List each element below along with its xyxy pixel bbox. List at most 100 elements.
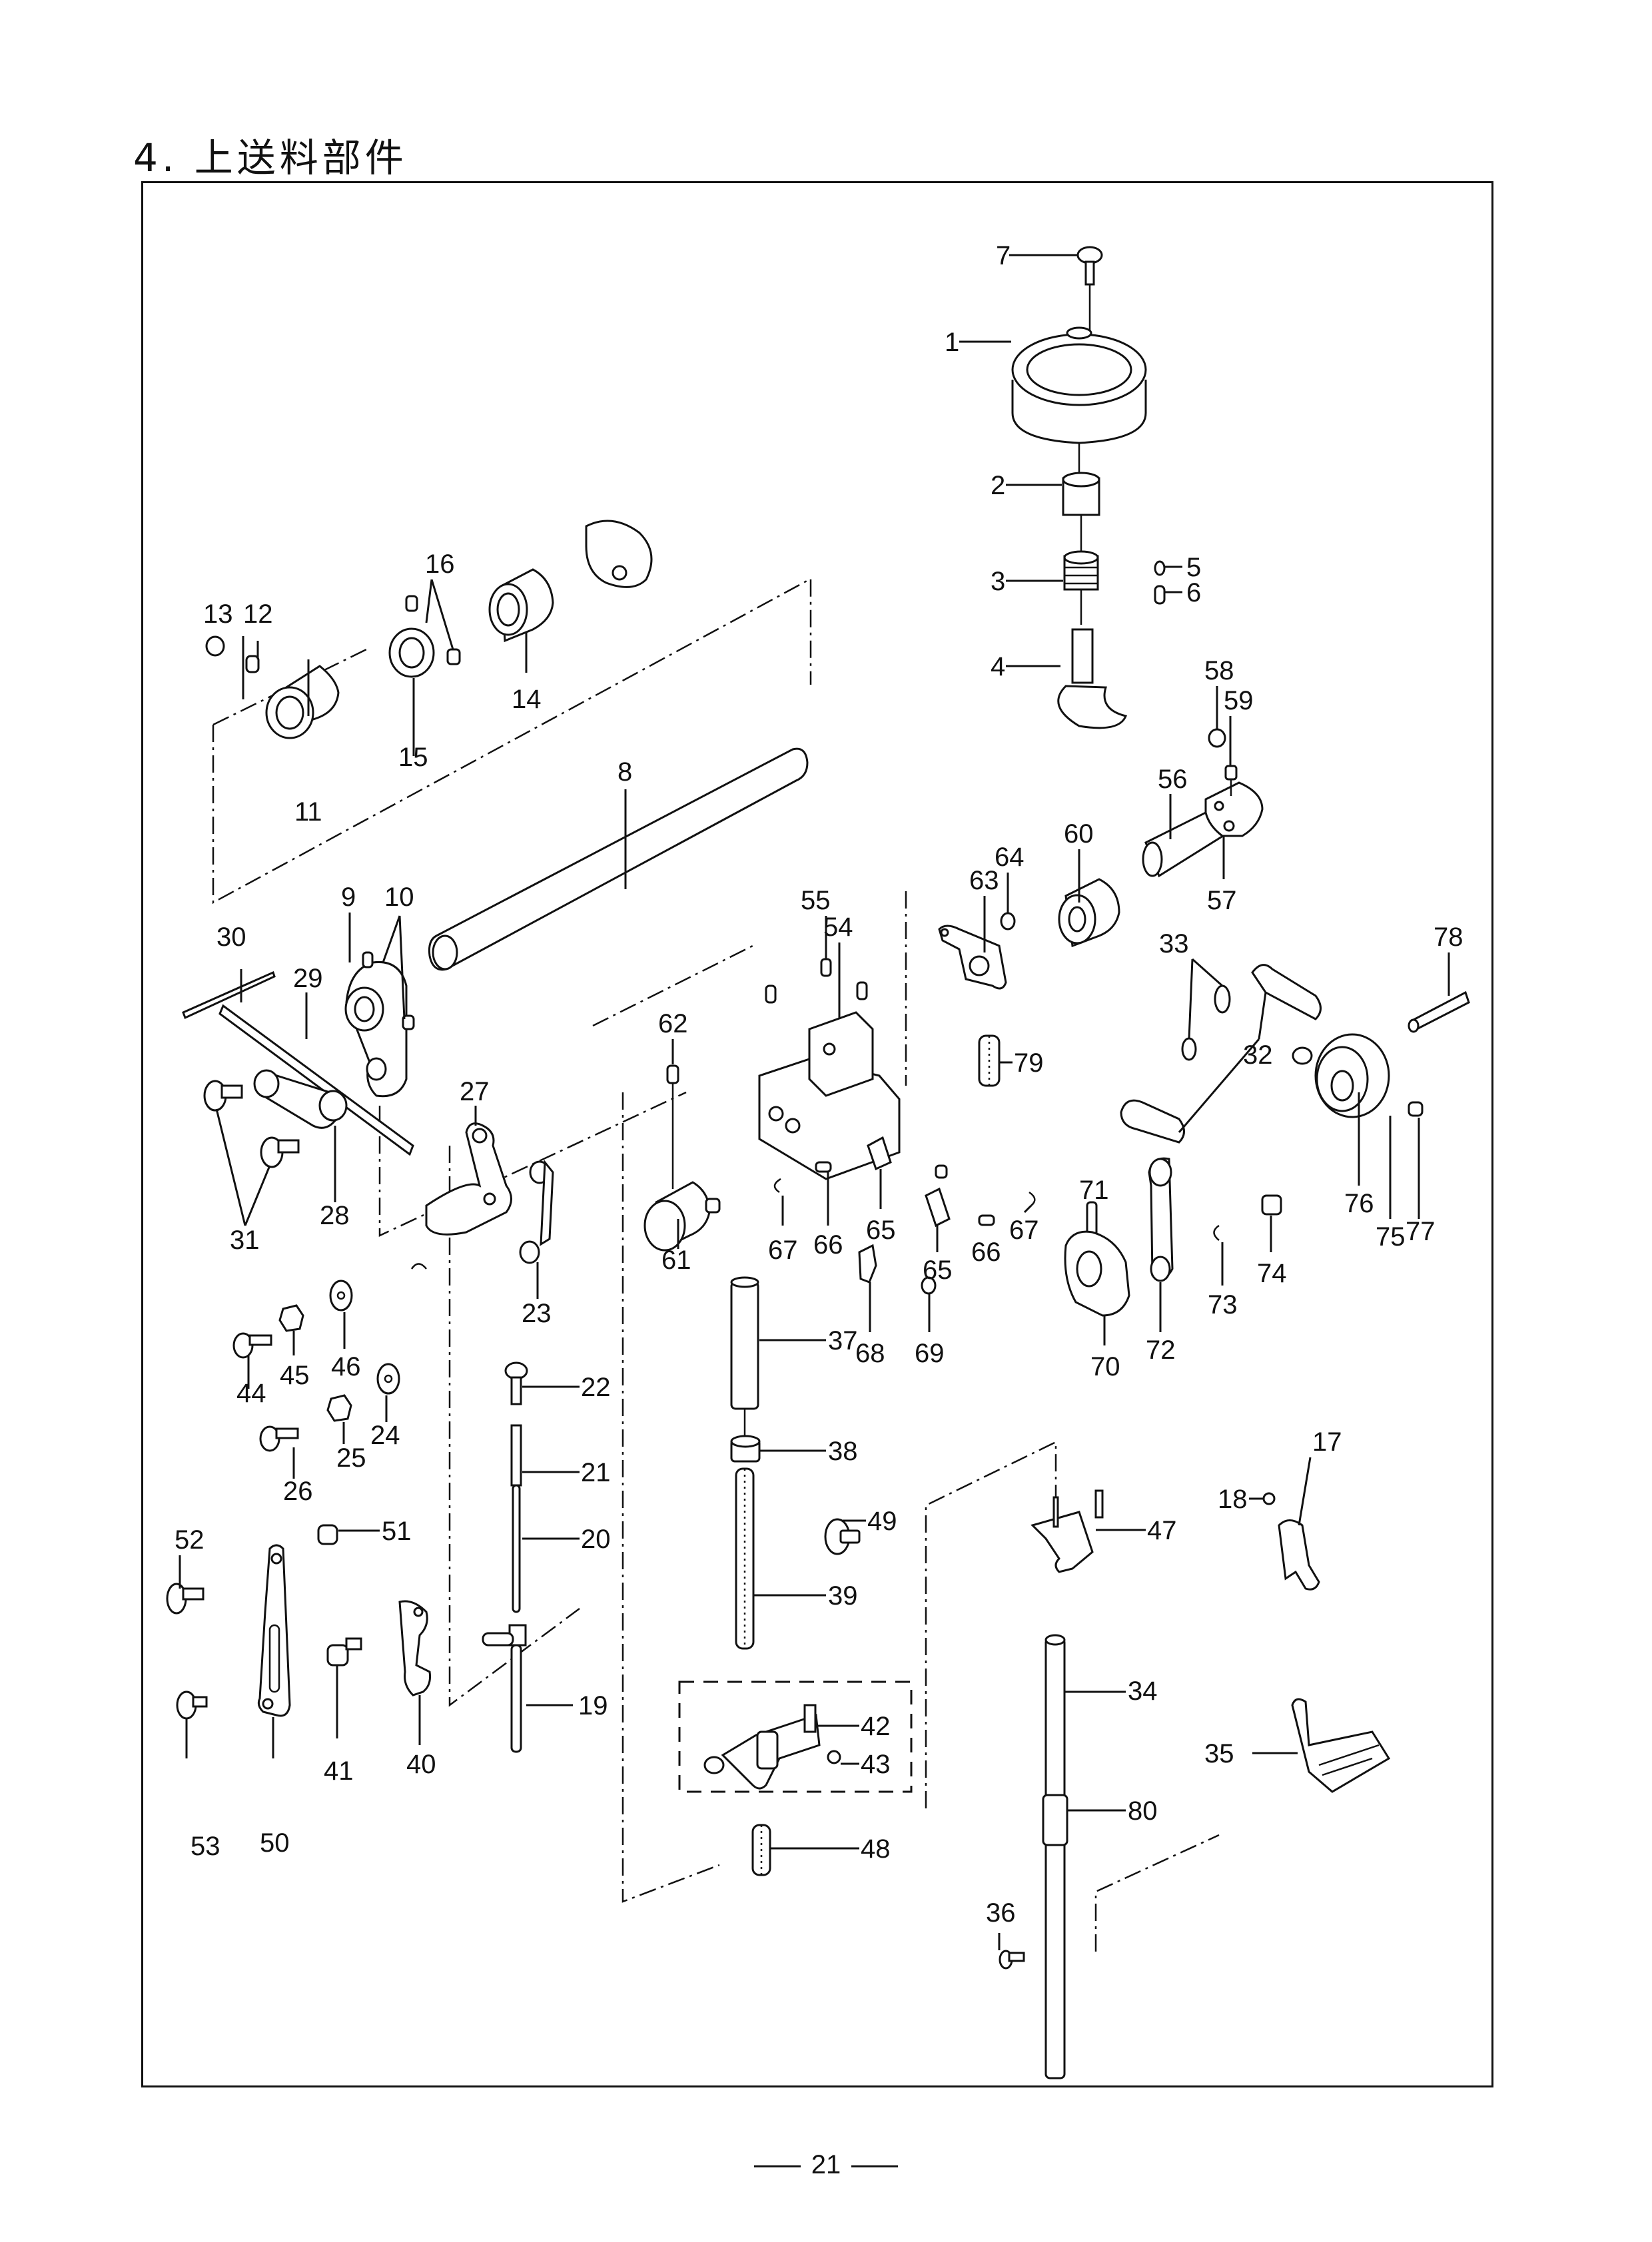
callout-13: 13 xyxy=(203,599,233,629)
part-39-spring xyxy=(735,1467,755,1650)
part-23-pin xyxy=(519,1159,554,1264)
part-69-screw xyxy=(921,1276,937,1295)
part-5-6-pin-spring xyxy=(1154,560,1166,605)
part-46-24-washers xyxy=(329,1280,400,1395)
callout-74: 74 xyxy=(1257,1259,1287,1288)
callout-28: 28 xyxy=(320,1201,350,1230)
part-19-rod xyxy=(482,1624,527,1753)
part-7-screw xyxy=(1076,246,1103,336)
page-number-dash-right xyxy=(851,2165,899,2167)
callout-56: 56 xyxy=(1158,765,1188,794)
part-50-plate xyxy=(257,1544,291,1717)
part-3-threaded-bushing xyxy=(1063,550,1099,625)
part-30-pin xyxy=(182,970,276,1020)
callout-45: 45 xyxy=(280,1361,310,1390)
part-32-links xyxy=(1120,964,1322,1144)
callout-4: 4 xyxy=(991,652,1005,681)
part-63-plate xyxy=(938,925,1007,990)
part-52-53-screws xyxy=(166,1583,208,1720)
callout-25: 25 xyxy=(336,1443,366,1473)
callout-49: 49 xyxy=(867,1507,897,1536)
part-61-cylinder xyxy=(643,1181,721,1252)
callout-75: 75 xyxy=(1376,1222,1406,1252)
callout-47: 47 xyxy=(1147,1516,1177,1545)
part-35-presser-foot xyxy=(1291,1698,1391,1793)
part-47-bracket xyxy=(1031,1489,1104,1573)
callout-57: 57 xyxy=(1207,886,1237,915)
callout-43: 43 xyxy=(861,1750,891,1779)
callout-51: 51 xyxy=(382,1517,412,1546)
part-12-13-screws xyxy=(205,635,260,673)
part-41-stud xyxy=(326,1637,362,1667)
diagram-frame xyxy=(141,181,1493,2087)
part-66-pins xyxy=(815,1161,995,1226)
part-34-presser-bar xyxy=(1044,1634,1066,2079)
callout-63: 63 xyxy=(969,866,999,895)
callout-40: 40 xyxy=(406,1750,436,1779)
callout-33: 33 xyxy=(1159,929,1189,958)
part-60-bushing xyxy=(1058,878,1120,948)
callout-6: 6 xyxy=(1186,578,1201,607)
part-49-screw xyxy=(824,1518,861,1555)
part-67-clips xyxy=(773,1178,1036,1206)
page-number-dash-left xyxy=(753,2165,801,2167)
callout-22: 22 xyxy=(581,1373,611,1402)
callout-1: 1 xyxy=(945,328,959,357)
callout-11: 11 xyxy=(294,797,322,827)
callout-44: 44 xyxy=(236,1379,266,1408)
part-2-collar xyxy=(1062,472,1100,553)
part-74-stud xyxy=(1261,1194,1282,1216)
subassembly-dashed-box xyxy=(678,1681,913,1793)
callout-32: 32 xyxy=(1243,1040,1273,1070)
callout-65b: 65 xyxy=(923,1256,953,1285)
part-11-sleeve xyxy=(265,665,340,739)
callout-46: 46 xyxy=(331,1352,361,1381)
callout-66b: 66 xyxy=(971,1238,1001,1267)
callout-67b: 67 xyxy=(1009,1216,1039,1245)
callout-61: 61 xyxy=(661,1246,691,1275)
part-8-feed-shaft xyxy=(428,747,809,971)
part-1-adjusting-knob xyxy=(1011,326,1147,474)
part-75-76-eccentric xyxy=(1292,1033,1390,1118)
callout-41: 41 xyxy=(324,1756,354,1786)
page-title: 4. 上送料部件 xyxy=(133,135,408,181)
callout-labels: 1 2 3 4 5 6 7 8 9 10 11 12 13 14 15 16 1… xyxy=(175,241,1463,1928)
part-40-plate xyxy=(398,1600,431,1696)
callout-15: 15 xyxy=(398,743,428,772)
callout-50: 50 xyxy=(260,1828,290,1858)
callout-19: 19 xyxy=(578,1691,608,1720)
part-73-clip xyxy=(1213,1224,1220,1241)
part-54-feed-block xyxy=(758,1011,901,1180)
callout-10: 10 xyxy=(384,883,414,912)
spring-clip-icon xyxy=(410,1263,427,1270)
callout-27: 27 xyxy=(460,1077,490,1106)
leader-lines xyxy=(179,254,1450,1950)
part-4-cam-shaft xyxy=(1057,628,1128,729)
callout-69: 69 xyxy=(915,1339,945,1368)
callout-52: 52 xyxy=(175,1525,205,1555)
part-44-26-screws xyxy=(232,1332,299,1452)
callout-7: 7 xyxy=(996,241,1011,270)
callout-71: 71 xyxy=(1079,1176,1109,1205)
callout-5: 5 xyxy=(1186,553,1201,582)
part-37-threaded-post xyxy=(730,1276,759,1435)
callout-35: 35 xyxy=(1204,1739,1234,1768)
callout-39: 39 xyxy=(828,1581,858,1611)
part-14-bushing xyxy=(488,568,554,643)
part-48-spring xyxy=(751,1824,771,1876)
callout-8: 8 xyxy=(618,757,632,787)
callout-65a: 65 xyxy=(866,1216,896,1245)
callout-21: 21 xyxy=(581,1458,611,1487)
callout-64: 64 xyxy=(995,843,1025,872)
callout-12: 12 xyxy=(243,599,273,629)
callout-29: 29 xyxy=(293,964,323,993)
part-72-link xyxy=(1148,1157,1174,1282)
part-78-pin xyxy=(1408,990,1470,1033)
callout-76: 76 xyxy=(1344,1189,1374,1218)
page-number-value: 21 xyxy=(811,2150,841,2179)
callout-60: 60 xyxy=(1064,819,1094,849)
callout-54: 54 xyxy=(823,913,853,942)
feed-bracket xyxy=(585,520,653,588)
callout-72: 72 xyxy=(1146,1335,1176,1365)
